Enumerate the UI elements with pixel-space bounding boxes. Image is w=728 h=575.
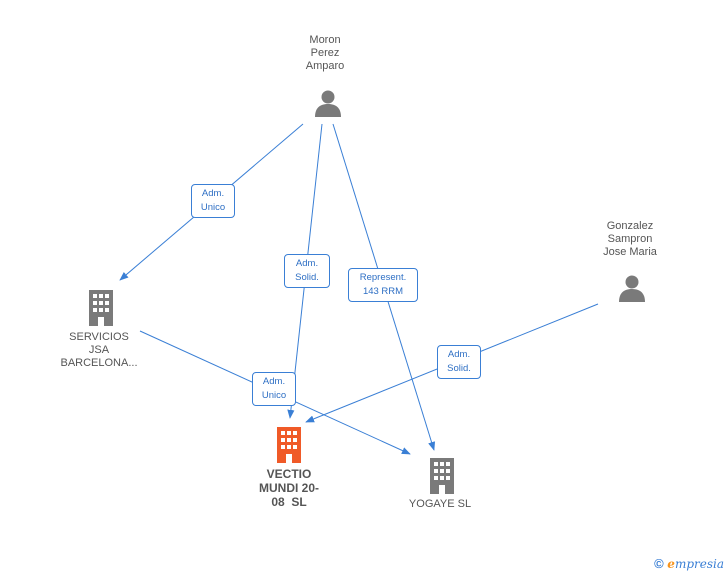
edge-label-line: Adm. (201, 188, 225, 199)
node-label-line: Gonzalez (606, 220, 654, 232)
edge-label-line: 143 RRM (362, 286, 404, 297)
edge-label-line: Solid. (295, 272, 319, 283)
node-label-moron[interactable]: Moron Perez Amparo (285, 34, 365, 73)
edge-label-line: Solid. (447, 363, 471, 374)
edge-label-line: Adm. (447, 349, 471, 360)
node-label-line: Perez (310, 47, 340, 59)
edge-label-line: Adm. (262, 376, 286, 387)
empresia-logo[interactable]: © empresia (654, 556, 724, 571)
node-label-line: BARCELONA... (60, 357, 138, 369)
node-label-line: MUNDI 20- (258, 481, 319, 495)
brand-initial: e (667, 557, 675, 571)
node-label-gonzalez[interactable]: Gonzalez Sampron Jose Maria (584, 220, 676, 259)
node-label-line: YOGAYE SL (408, 498, 472, 510)
edge-label-moron-vectio[interactable]: Adm. Solid. (284, 254, 330, 288)
node-label-vectio[interactable]: VECTIO MUNDI 20- 08 SL (244, 467, 334, 509)
edge-label-moron-yogaye[interactable]: Represent. 143 RRM (348, 268, 418, 302)
copyright-icon: © (654, 556, 664, 571)
node-label-yogaye[interactable]: YOGAYE SL (395, 498, 485, 511)
edge-label-moron-servicios[interactable]: Adm. Unico (191, 184, 235, 218)
edge-label-line: Unico (200, 202, 226, 213)
node-label-servicios[interactable]: SERVICIOS JSA BARCELONA... (49, 331, 149, 370)
edge-label-line: Adm. (295, 258, 319, 269)
node-label-line: Amparo (305, 60, 345, 72)
brand-wordmark: empresia (667, 557, 724, 571)
node-label-line: 08 SL (271, 495, 307, 509)
building-icon[interactable] (274, 427, 304, 463)
node-label-line: SERVICIOS (69, 331, 129, 343)
node-label-line: Sampron (607, 233, 653, 245)
building-icon[interactable] (427, 458, 457, 494)
node-label-line: Moron (309, 34, 341, 46)
building-icon[interactable] (86, 290, 116, 326)
node-label-line: VECTIO (266, 467, 312, 481)
edge-label-line: Represent. (359, 272, 407, 283)
brand-rest: mpresia (674, 557, 724, 571)
node-label-line: JSA (88, 344, 110, 356)
node-label-line: Jose Maria (603, 246, 657, 258)
person-icon[interactable] (313, 88, 343, 118)
edge-label-gonzalez-vectio[interactable]: Adm. Solid. (437, 345, 481, 379)
edge-label-servicios-yogaye[interactable]: Adm. Unico (252, 372, 296, 406)
person-icon[interactable] (617, 273, 647, 303)
edge-label-line: Unico (261, 390, 287, 401)
